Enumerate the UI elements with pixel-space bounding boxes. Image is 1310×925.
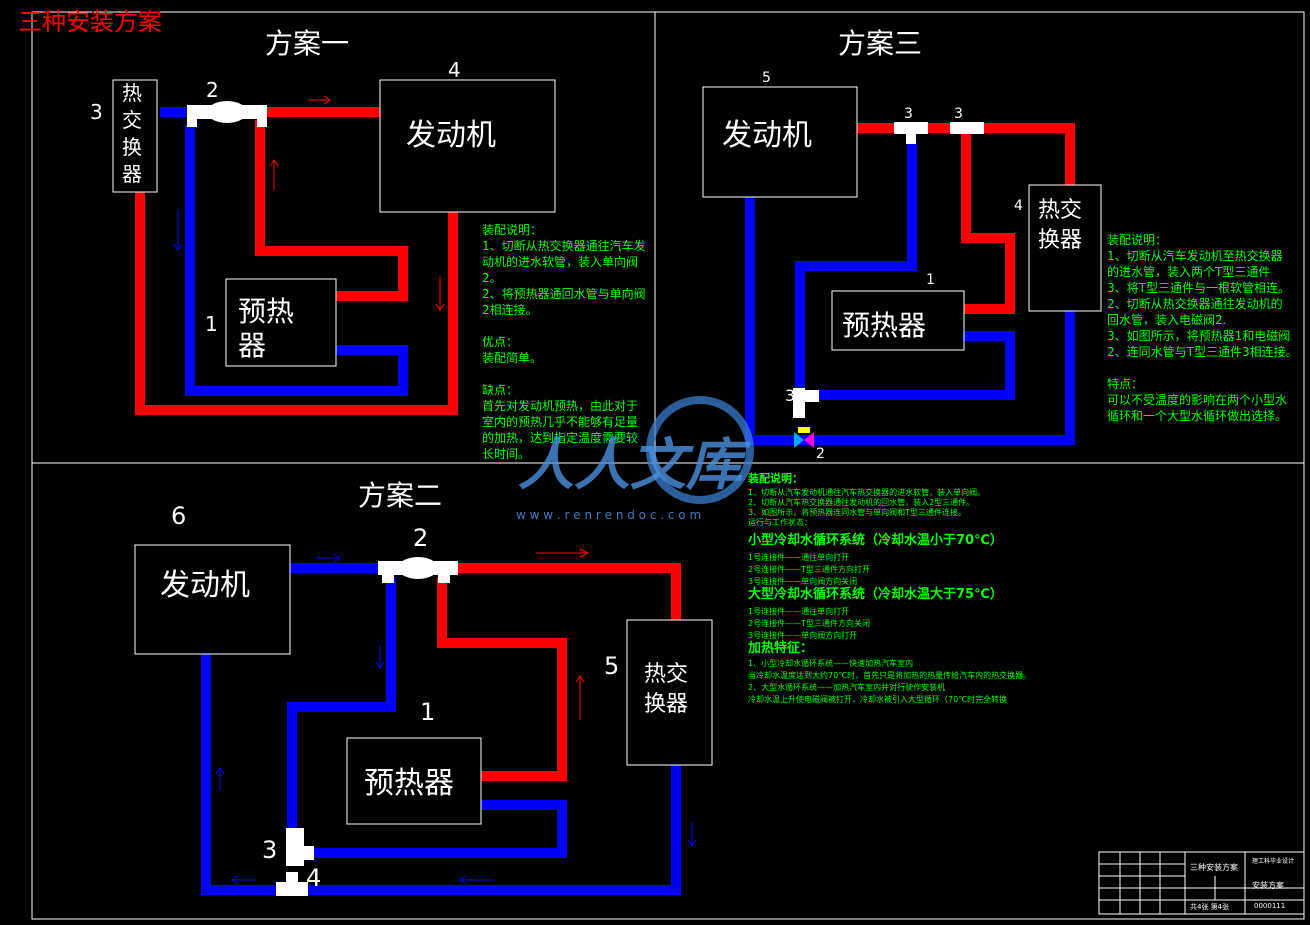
scheme3-preheater-label: 预热器	[842, 309, 927, 342]
scheme1-boxes	[112, 79, 556, 367]
scheme2-label-4: 4	[306, 864, 322, 892]
title-block-number: 0000111	[1254, 902, 1286, 910]
scheme2-arrows	[215, 548, 697, 885]
title-block	[1098, 851, 1305, 915]
title-block-sheet: 共4张 第4张	[1190, 903, 1230, 911]
scheme1-note: 装配说明： 1、切断从热交换器通往汽车发 动机的进水软管，装入单向阀 2。 2、…	[482, 223, 646, 461]
scheme1-heat-exchanger-label: 热 交 换 器	[122, 81, 142, 186]
scheme2-fittings	[276, 557, 458, 896]
scheme2-heat-head: 加热特征：	[748, 641, 814, 656]
scheme1-preheater-label: 预热 器	[238, 295, 295, 362]
scheme1-engine-label: 发动机	[406, 118, 496, 153]
scheme2-boxes	[134, 544, 713, 825]
scheme3-label-2: 2	[816, 446, 825, 462]
scheme2-label-1: 1	[420, 698, 436, 726]
scheme2-heat-lines: 1、小型冷却水循环系统——快速加热汽车室内 当冷却水温度达到大约70℃时，首先只…	[748, 659, 1032, 704]
scheme3-note: 装配说明： 1、切断从汽车发动机至热交换器 的进水管，装入两个T型三通件 3、将…	[1107, 233, 1298, 423]
scheme2-title: 方案二	[358, 479, 443, 512]
scheme1-label-1: 1	[205, 312, 218, 336]
scheme1-title: 方案一	[265, 27, 350, 60]
watermark-url: w w w . r e n r e n d o c . c o m	[516, 508, 702, 522]
scheme2-pipes	[201, 563, 681, 895]
scheme3-label-3c: 3	[785, 386, 796, 405]
scheme1-arrows	[173, 95, 445, 311]
watermark-brand: 人人文库	[518, 433, 742, 498]
title-block-drawing: 安装方案	[1252, 881, 1284, 890]
scheme3-boxes	[702, 86, 1102, 351]
scheme2-label-5: 5	[604, 652, 620, 680]
watermark-logo	[646, 396, 754, 504]
scheme3-title: 方案三	[838, 27, 923, 60]
scheme1-valve	[187, 101, 267, 127]
scheme3-label-4: 4	[1014, 198, 1023, 214]
scheme3-label-3b: 3	[954, 106, 963, 122]
scheme2-preheater-label: 预热器	[364, 766, 454, 801]
page-title: 三种安装方案	[18, 8, 162, 36]
scheme2-label-3: 3	[262, 836, 278, 864]
scheme2-note-lines: 1、切断从汽车发动机通往汽车热交换器的进水软管，装入单向阀。 2、切断从汽车热交…	[748, 488, 986, 527]
scheme3-label-1: 1	[926, 272, 935, 288]
scheme3-fittings	[793, 122, 984, 448]
title-block-school: 理工科毕业设计	[1252, 858, 1295, 865]
scheme3-label-5: 5	[762, 70, 771, 86]
frame-lines	[31, 11, 1305, 920]
scheme2-label-2: 2	[413, 524, 429, 552]
title-block-name: 三种安装方案	[1190, 863, 1238, 872]
scheme1-label-4: 4	[448, 58, 461, 82]
scheme2-large-lines: 1号连接件——通往单向打开 2号连接件——T型三通件方向关闭 3号连接件——单向…	[748, 607, 870, 640]
scheme1-pipes	[135, 107, 458, 415]
scheme2-small-lines: 1号连接件——通往单向打开 2号连接件——T型三通件方向打开 3号连接件——单向…	[748, 553, 870, 586]
scheme2-large-cycle: 大型冷却水循环系统（冷却水温大于75℃）	[748, 587, 1003, 602]
scheme2-label-6: 6	[171, 502, 187, 530]
scheme2-small-cycle: 小型冷却水循环系统（冷却水温小于70℃）	[748, 533, 1003, 548]
scheme2-heat-exchanger-label: 热交 换器	[644, 662, 689, 717]
scheme1-label-3: 3	[90, 100, 103, 124]
scheme2-note-head: 装配说明：	[748, 472, 803, 485]
scheme2-engine-label: 发动机	[160, 568, 250, 603]
scheme3-label-3a: 3	[904, 106, 913, 122]
scheme3-heat-exchanger-label: 热交 换器	[1038, 198, 1083, 253]
scheme3-engine-label: 发动机	[722, 118, 812, 153]
scheme1-label-2: 2	[206, 78, 219, 102]
